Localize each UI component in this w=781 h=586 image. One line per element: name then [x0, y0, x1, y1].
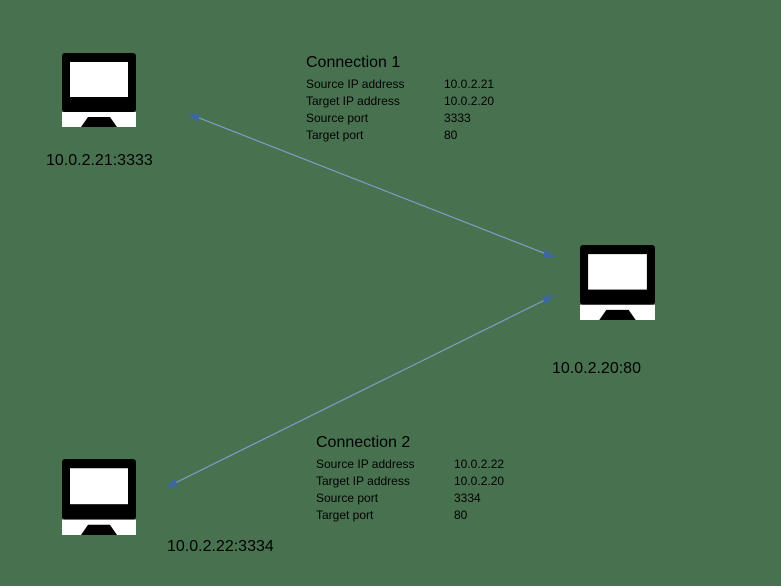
desktop-computer-icon: [62, 53, 136, 127]
connection1-row-source-port: Source port 3333: [306, 110, 494, 127]
row-value: 10.0.2.21: [444, 77, 495, 91]
server-node: 10.0.2.20:80: [552, 245, 655, 377]
connection1-row-source-ip: Source IP address 10.0.2.21: [306, 76, 494, 93]
client2-address-label: 10.0.2.22:3334: [167, 538, 274, 555]
row-label: Source IP address: [306, 77, 405, 91]
connection2-row-source-port: Source port 3334: [316, 490, 504, 507]
row-value: 80: [454, 508, 468, 522]
row-label: Source port: [316, 491, 379, 505]
row-value: 10.0.2.22: [454, 457, 505, 471]
connection2-row-source-ip: Source IP address 10.0.2.22: [316, 456, 504, 473]
row-label: Target port: [316, 508, 374, 522]
connection1-title: Connection 1: [306, 54, 401, 71]
connection2-row-target-port: Target port 80: [316, 507, 504, 524]
connection1-row-target-port: Target port 80: [306, 127, 494, 144]
connection2-title: Connection 2: [316, 434, 411, 451]
connection2-row-target-ip: Target IP address 10.0.2.20: [316, 473, 504, 490]
client1-node: 10.0.2.21:3333: [46, 53, 153, 169]
row-value: 10.0.2.20: [454, 474, 505, 488]
row-label: Source port: [306, 111, 369, 125]
row-value: 10.0.2.20: [444, 94, 495, 108]
row-label: Target port: [306, 128, 364, 142]
client1-address-label: 10.0.2.21:3333: [46, 152, 153, 169]
row-value: 3333: [444, 111, 471, 125]
row-value: 80: [444, 128, 458, 142]
connection1-info: Connection 1 Source IP address 10.0.2.21…: [306, 54, 494, 144]
desktop-computer-icon: [62, 459, 136, 535]
row-value: 3334: [454, 491, 481, 505]
connection1-row-target-ip: Target IP address 10.0.2.20: [306, 93, 494, 110]
row-label: Target IP address: [316, 474, 410, 488]
server-address-label: 10.0.2.20:80: [552, 360, 641, 377]
row-label: Source IP address: [316, 457, 415, 471]
row-label: Target IP address: [306, 94, 400, 108]
connection2-info: Connection 2 Source IP address 10.0.2.22…: [316, 434, 504, 524]
desktop-computer-icon: [580, 245, 655, 320]
client2-node: 10.0.2.22:3334: [62, 459, 274, 555]
